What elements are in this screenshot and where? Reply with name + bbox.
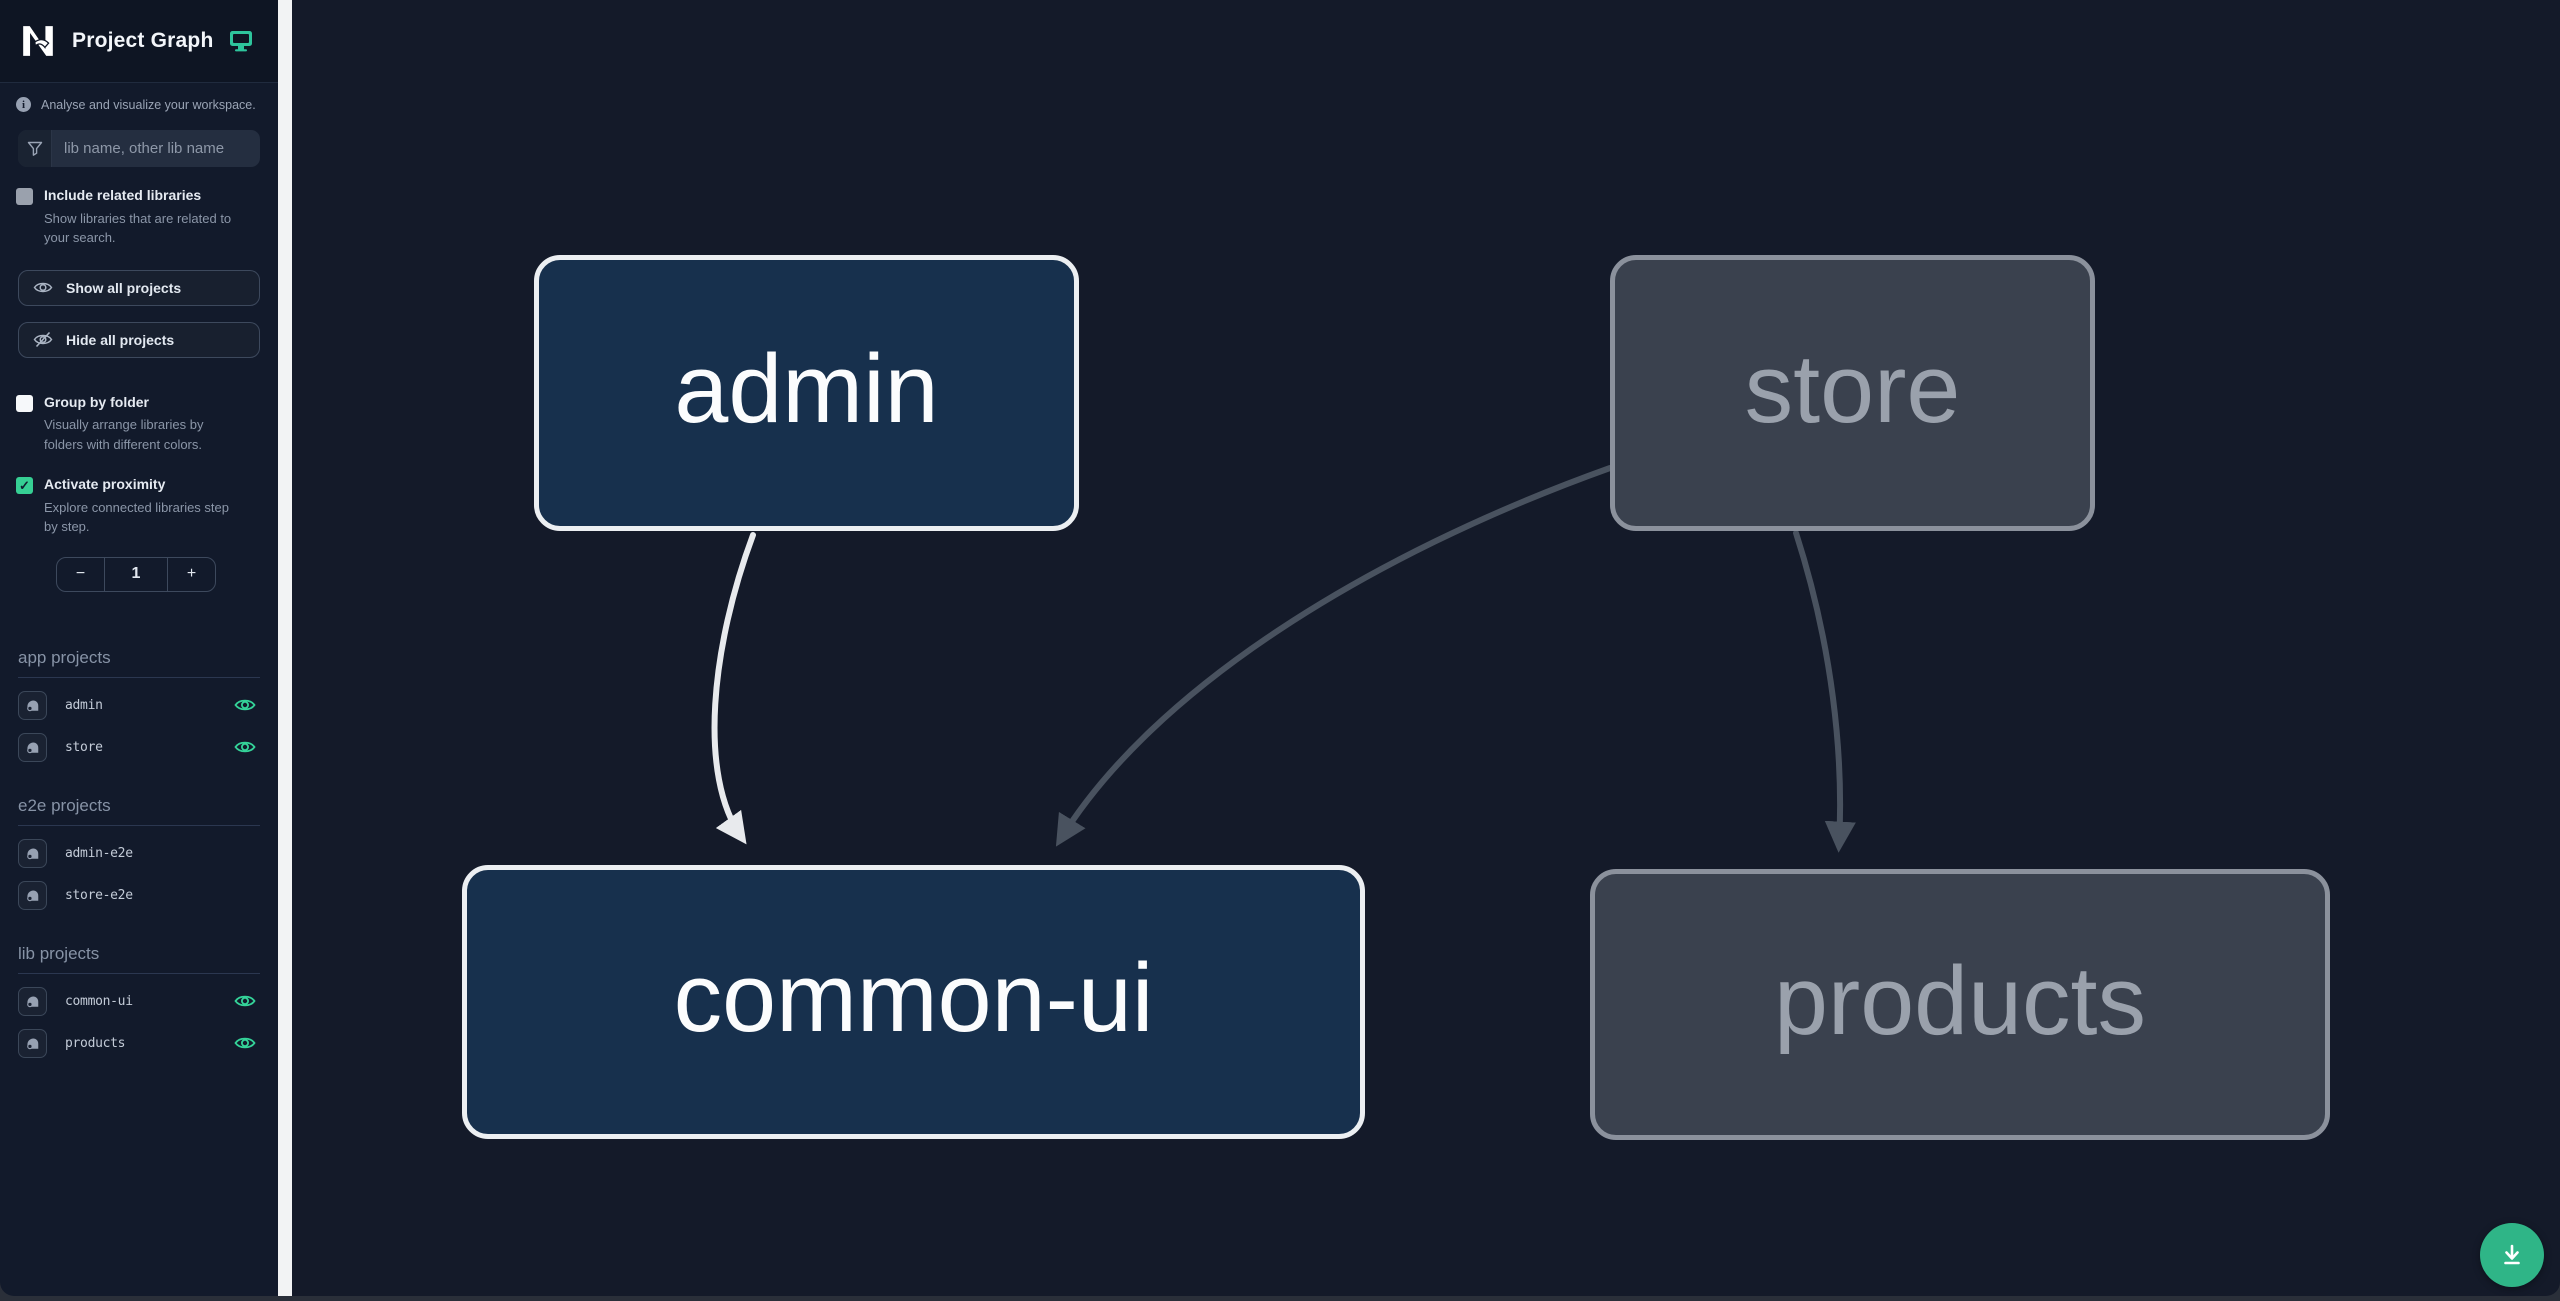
section-app-projects: app projects admin <box>18 648 260 762</box>
focus-pin-icon <box>27 742 39 753</box>
page-title: Project Graph <box>72 29 214 52</box>
project-name: admin <box>65 697 103 713</box>
proximity-value: 1 <box>131 565 141 582</box>
eye-icon <box>33 282 53 293</box>
monitor-icon[interactable] <box>229 30 253 52</box>
sidebar-resize-gutter[interactable] <box>278 0 292 1296</box>
focus-pin-icon <box>27 996 39 1007</box>
project-row-admin-e2e: admin-e2e <box>18 838 260 868</box>
project-row-store: store <box>18 732 260 762</box>
focus-project-button[interactable] <box>18 1028 47 1058</box>
node-label: store <box>1744 334 1961 443</box>
toggle-visibility-eye-icon[interactable] <box>234 739 256 755</box>
project-name: store <box>65 739 103 755</box>
focus-pin-icon <box>27 700 39 711</box>
proximity-stepper: − 1 + <box>56 556 216 592</box>
section-e2e-projects: e2e projects admin-e2e <box>18 796 260 910</box>
node-label: common-ui <box>673 943 1154 1052</box>
edge-store-to-products[interactable] <box>1793 530 1856 853</box>
graph-node-admin[interactable]: admin <box>534 255 1079 531</box>
include-related-label: Include related libraries <box>44 187 202 203</box>
graph-canvas[interactable]: admin store common-ui products <box>292 0 2560 1296</box>
include-related-option[interactable]: Include related libraries Show libraries… <box>0 187 278 248</box>
section-title: lib projects <box>18 944 260 974</box>
info-icon: i <box>16 97 31 112</box>
node-label: products <box>1773 945 2147 1055</box>
edge-store-to-common-ui[interactable] <box>1055 465 1613 847</box>
node-label: admin <box>674 334 939 443</box>
hide-all-projects-button[interactable]: Hide all projects <box>18 321 260 358</box>
show-all-projects-label: Show all projects <box>66 279 182 296</box>
project-row-common-ui: common-ui <box>18 986 260 1016</box>
nx-logo <box>23 26 53 56</box>
graph-node-store[interactable]: store <box>1610 255 2095 531</box>
include-related-checkbox[interactable] <box>16 188 33 205</box>
sidebar-header: Project Graph <box>0 0 278 83</box>
focus-pin-icon <box>27 890 39 901</box>
proximity-decrement-button[interactable]: − <box>57 557 105 591</box>
filter-funnel-icon <box>18 130 52 167</box>
project-row-store-e2e: store-e2e <box>18 880 260 910</box>
edge-admin-to-common-ui[interactable] <box>711 532 756 845</box>
activate-proximity-option[interactable]: ✓ Activate proximity Explore connected l… <box>0 476 278 537</box>
tagline-row: i Analyse and visualize your workspace. <box>0 97 278 112</box>
tagline-text: Analyse and visualize your workspace. <box>41 97 256 112</box>
search-box <box>18 130 260 167</box>
activate-proximity-description: Explore connected libraries step by step… <box>44 499 229 535</box>
dependency-edges <box>711 465 1856 853</box>
eye-off-icon <box>33 331 53 348</box>
group-by-folder-option[interactable]: Group by folder Visually arrange librari… <box>0 394 278 455</box>
section-title: e2e projects <box>18 796 260 826</box>
download-image-button[interactable] <box>2480 1223 2544 1287</box>
hide-all-projects-label: Hide all projects <box>66 331 175 348</box>
project-name: store-e2e <box>65 887 133 903</box>
graph-node-common-ui[interactable]: common-ui <box>462 865 1365 1139</box>
include-related-description: Show libraries that are related to your … <box>44 210 232 246</box>
group-by-folder-description: Visually arrange libraries by folders wi… <box>44 417 204 452</box>
focus-project-button[interactable] <box>18 880 47 910</box>
project-name: common-ui <box>65 993 133 1009</box>
section-lib-projects: lib projects common-ui <box>18 944 260 1058</box>
group-by-folder-checkbox[interactable] <box>16 394 33 412</box>
sidebar: Project Graph i Analyse and visualize yo… <box>0 0 278 1296</box>
focus-project-button[interactable] <box>18 732 47 762</box>
focus-project-button[interactable] <box>18 838 47 868</box>
focus-project-button[interactable] <box>18 986 47 1016</box>
toggle-visibility-eye-icon[interactable] <box>234 1035 256 1051</box>
download-icon <box>2504 1244 2520 1265</box>
toggle-visibility-eye-icon[interactable] <box>234 697 256 713</box>
focus-pin-icon <box>27 848 39 859</box>
section-title: app projects <box>18 648 260 678</box>
project-row-products: products <box>18 1028 260 1058</box>
proximity-increment-button[interactable]: + <box>167 557 215 591</box>
show-all-projects-button[interactable]: Show all projects <box>18 269 260 306</box>
project-row-admin: admin <box>18 690 260 720</box>
group-by-folder-label: Group by folder <box>44 393 149 410</box>
focus-project-button[interactable] <box>18 690 47 720</box>
toggle-visibility-eye-icon[interactable] <box>234 993 256 1009</box>
activate-proximity-label: Activate proximity <box>44 476 166 492</box>
focus-pin-icon <box>27 1038 39 1049</box>
search-input[interactable] <box>52 130 260 167</box>
graph-node-products[interactable]: products <box>1590 869 2330 1140</box>
activate-proximity-checkbox[interactable]: ✓ <box>16 477 33 494</box>
project-name: admin-e2e <box>65 845 133 861</box>
project-name: products <box>65 1035 126 1051</box>
